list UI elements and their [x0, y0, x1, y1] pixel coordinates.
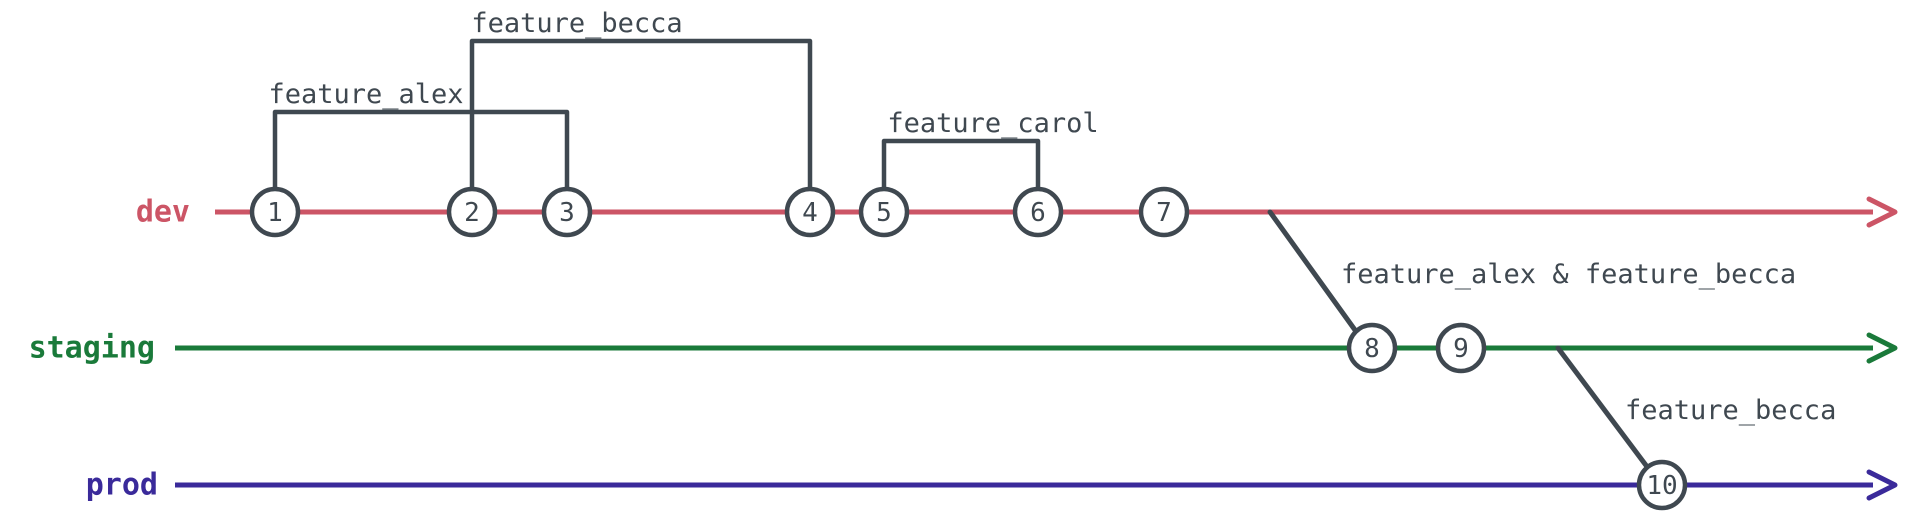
commit-circle-7[interactable]: [1138, 186, 1190, 238]
commit-circle-6[interactable]: [1012, 186, 1064, 238]
commit-circle-10[interactable]: [1636, 459, 1688, 511]
commit-circle-4[interactable]: [784, 186, 836, 238]
feature-label-carol: feature_carol: [887, 108, 1098, 139]
commit-label-1: 1: [267, 198, 283, 228]
commit-label-9: 9: [1453, 334, 1469, 364]
merge-label-staging-to-prod: feature_becca: [1625, 395, 1836, 426]
merge-line-staging-to-prod: [1555, 345, 1651, 471]
commit-node-4[interactable]: 4: [784, 186, 836, 238]
feature-brackets-group: feature_alex feature_becca feature_carol: [268, 8, 1099, 215]
commit-circle-8[interactable]: [1346, 322, 1398, 374]
branch-arrow-staging: [1866, 332, 1898, 364]
commit-circle-5[interactable]: [858, 186, 910, 238]
feature-bracket-alex: [272, 109, 570, 215]
commit-circle-2[interactable]: [446, 186, 498, 238]
commit-node-10[interactable]: 10: [1636, 459, 1688, 511]
commit-node-5[interactable]: 5: [858, 186, 910, 238]
commit-label-4: 4: [802, 198, 818, 228]
branch-arrow-dev: [1866, 196, 1898, 228]
branch-arrow-prod: [1866, 469, 1898, 501]
feature-bracket-carol: [881, 138, 1041, 215]
merge-label-dev-to-staging: feature_alex & feature_becca: [1341, 259, 1796, 290]
feature-label-becca: feature_becca: [471, 8, 682, 39]
branch-labels-group: dev staging prod: [29, 195, 190, 503]
feature-bracket-becca: [469, 38, 813, 215]
commit-label-3: 3: [559, 198, 575, 228]
commit-label-10: 10: [1646, 471, 1677, 501]
commit-label-8: 8: [1364, 334, 1380, 364]
branch-label-prod[interactable]: prod: [86, 468, 158, 503]
branch-label-dev[interactable]: dev: [136, 195, 190, 230]
commit-label-2: 2: [464, 198, 480, 228]
branch-label-staging[interactable]: staging: [29, 331, 155, 366]
commit-node-8[interactable]: 8: [1346, 322, 1398, 374]
commit-label-6: 6: [1030, 198, 1046, 228]
commit-node-6[interactable]: 6: [1012, 186, 1064, 238]
commit-label-5: 5: [876, 198, 892, 228]
commit-node-2[interactable]: 2: [446, 186, 498, 238]
commit-node-7[interactable]: 7: [1138, 186, 1190, 238]
merge-line-dev-to-staging: [1267, 209, 1358, 333]
commit-node-3[interactable]: 3: [541, 186, 593, 238]
merge-lines-group: feature_alex & feature_becca feature_bec…: [1267, 209, 1836, 471]
feature-label-alex: feature_alex: [268, 79, 463, 110]
commit-label-7: 7: [1156, 198, 1172, 228]
commit-circle-3[interactable]: [541, 186, 593, 238]
commit-node-9[interactable]: 9: [1435, 322, 1487, 374]
commit-circle-9[interactable]: [1435, 322, 1487, 374]
commit-nodes-group: 1 2 3 4 5 6 7 8 9 10: [249, 186, 1688, 511]
commit-circle-1[interactable]: [249, 186, 301, 238]
commit-node-1[interactable]: 1: [249, 186, 301, 238]
